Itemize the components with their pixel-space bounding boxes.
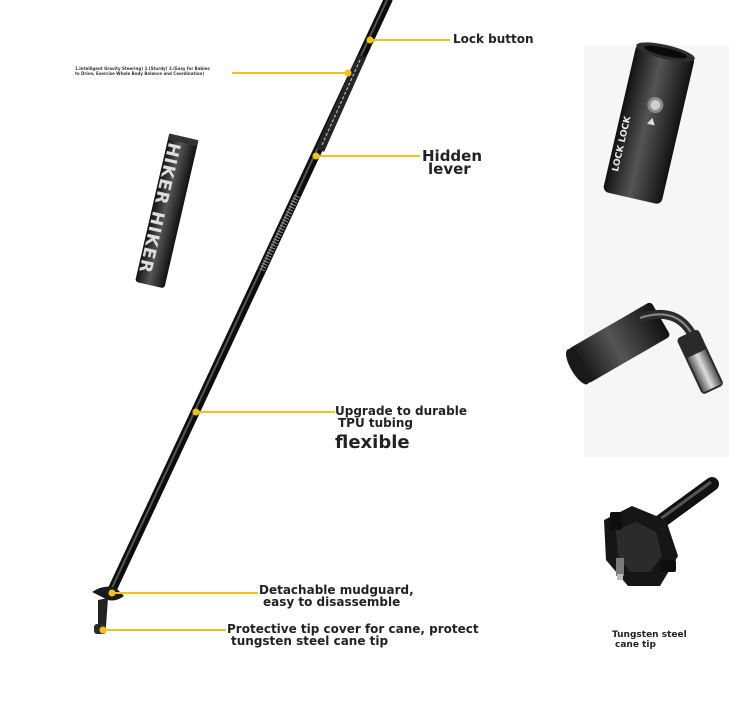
tip-cover-label-line2: tungsten steel cane tip [231,634,389,648]
lock-detail-image [603,42,695,204]
hidden-lever-label-line1: Hidden [422,147,483,165]
tpu-label-line3: flexible [335,432,410,453]
mudguard-label-line2: easy to disassemble [263,595,401,609]
lever-detail-image [566,302,723,394]
tpu-label-line2: TPU tubing [338,416,414,430]
callout-dots [99,36,374,634]
features-caption: 1.Intelligent Gravity Steering) 2.(Sturd… [75,66,210,76]
tungsten-label-line2: cane tip [615,640,656,650]
mudguard-label-line1: Detachable mudguard, [259,583,414,597]
tip-cover-label-line1: Protective tip cover for cane, protect [227,622,479,636]
callout-lines [103,39,450,631]
tungsten-label-line1: Tungsten steel [612,630,687,640]
hidden-lever-label-line2: lever [428,160,471,178]
lock-button-label: Lock button [453,32,534,46]
tip-detail-image [604,477,719,586]
tpu-label-line1: Upgrade to durable [335,404,467,418]
brand-tube [135,133,199,288]
trekking-pole [107,0,393,595]
